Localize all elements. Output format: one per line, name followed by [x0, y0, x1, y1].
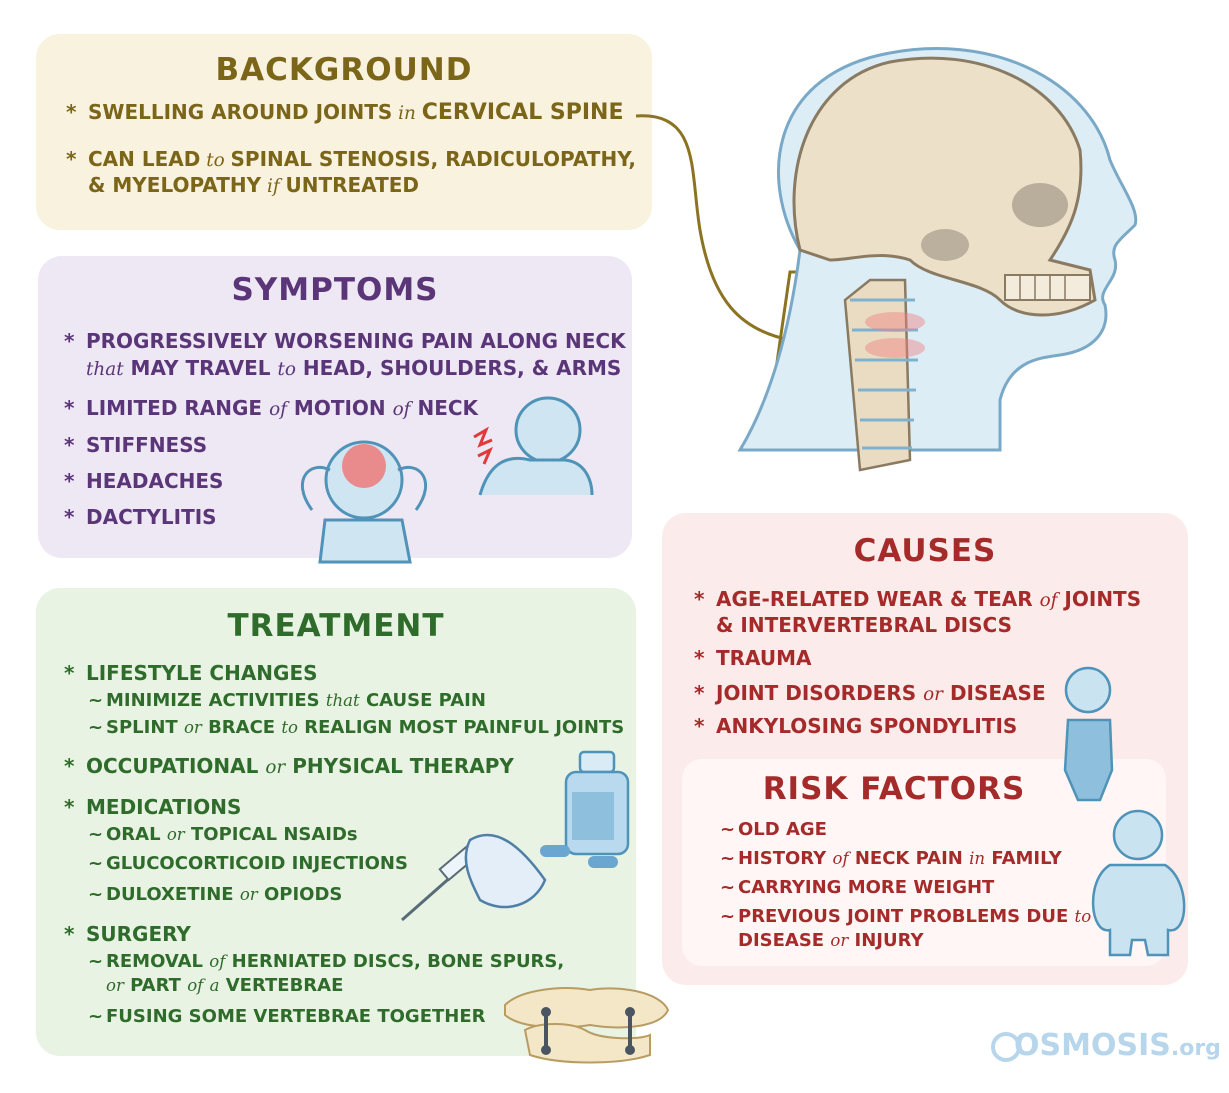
- treatment-sub-7: ~FUSING SOME VERTEBRAE TOGETHER: [88, 1006, 486, 1027]
- syringe-hand-icon: [401, 833, 547, 922]
- symptom-item-4: *HEADACHES: [64, 469, 224, 493]
- treatment-panel: TREATMENT *LIFESTYLE CHANGES ~MINIMIZE A…: [36, 588, 636, 1056]
- treatment-sub-6: ~REMOVAL of HERNIATED DISCS, BONE SPURS,: [88, 951, 565, 972]
- risk-item-1: ~OLD AGE: [720, 819, 827, 840]
- causes-title: CAUSES: [853, 533, 997, 569]
- fused-vertebrae-icon: [504, 987, 670, 1064]
- treatment-sub-2: ~SPLINT or BRACE to REALIGN MOST PAINFUL…: [88, 717, 625, 738]
- neck-pain-figure: [473, 396, 594, 496]
- overweight-person-icon: [1091, 809, 1186, 957]
- treatment-sub-6-cont: or PART of a VERTEBRAE: [106, 975, 344, 996]
- osmosis-logo: OSMOSIS.org: [1014, 1028, 1221, 1063]
- background-title: BACKGROUND: [215, 52, 473, 88]
- risk-item-4: ~PREVIOUS JOINT PROBLEMS DUE to: [720, 906, 1092, 927]
- osmosis-logo-icon: [991, 1032, 1021, 1062]
- elderly-person-icon: [1063, 666, 1114, 802]
- treatment-item-medications: *MEDICATIONS: [64, 795, 242, 819]
- symptom-item-3: *STIFFNESS: [64, 433, 208, 457]
- head-pain-figure: [300, 440, 428, 564]
- symptom-item-2: *LIMITED RANGE of MOTION of NECK: [64, 396, 479, 420]
- symptoms-title: SYMPTOMS: [231, 272, 439, 308]
- treatment-sub-1: ~MINIMIZE ACTIVITIES that CAUSE PAIN: [88, 690, 486, 711]
- background-item-2-cont: & MYELOPATHY if UNTREATED: [88, 173, 420, 197]
- cause-item-3: *JOINT DISORDERS or DISEASE: [694, 681, 1046, 705]
- treatment-item-surgery: *SURGERY: [64, 922, 191, 946]
- cause-item-4: *ANKYLOSING SPONDYLITIS: [694, 714, 1018, 738]
- background-item-1: *SWELLING AROUND JOINTS in CERVICAL SPIN…: [66, 100, 624, 125]
- treatment-item-lifestyle: *LIFESTYLE CHANGES: [64, 661, 318, 685]
- treatment-sub-3: ~ORAL or TOPICAL NSAIDs: [88, 824, 358, 845]
- background-item-2: *CAN LEAD to SPINAL STENOSIS, RADICULOPA…: [66, 147, 636, 171]
- risk-item-3: ~CARRYING MORE WEIGHT: [720, 877, 995, 898]
- risk-item-2: ~HISTORY of NECK PAIN in FAMILY: [720, 848, 1062, 869]
- symptom-item-1-cont: that MAY TRAVEL to HEAD, SHOULDERS, & AR…: [86, 356, 622, 380]
- cause-item-1: *AGE-RELATED WEAR & TEAR of JOINTS: [694, 587, 1142, 611]
- risk-factors-panel: RISK FACTORS ~OLD AGE ~HISTORY of NECK P…: [682, 759, 1166, 966]
- pill-bottle-icon: [540, 750, 630, 868]
- symptom-item-5: *DACTYLITIS: [64, 505, 217, 529]
- treatment-sub-5: ~DULOXETINE or OPIODS: [88, 884, 343, 905]
- cause-item-2: *TRAUMA: [694, 646, 812, 670]
- connector-line: [635, 114, 791, 342]
- treatment-item-therapy: *OCCUPATIONAL or PHYSICAL THERAPY: [64, 754, 514, 778]
- skull-neck-illustration: [737, 47, 1138, 472]
- risk-item-4-cont: DISEASE or INJURY: [738, 930, 924, 951]
- cause-item-1-cont: & INTERVERTEBRAL DISCS: [716, 613, 1012, 637]
- treatment-sub-4: ~GLUCOCORTICOID INJECTIONS: [88, 853, 408, 874]
- symptom-item-1: *PROGRESSIVELY WORSENING PAIN ALONG NECK: [64, 329, 626, 353]
- treatment-title: TREATMENT: [227, 608, 445, 644]
- risk-factors-title: RISK FACTORS: [762, 771, 1026, 807]
- background-panel: BACKGROUND *SWELLING AROUND JOINTS in CE…: [36, 34, 652, 230]
